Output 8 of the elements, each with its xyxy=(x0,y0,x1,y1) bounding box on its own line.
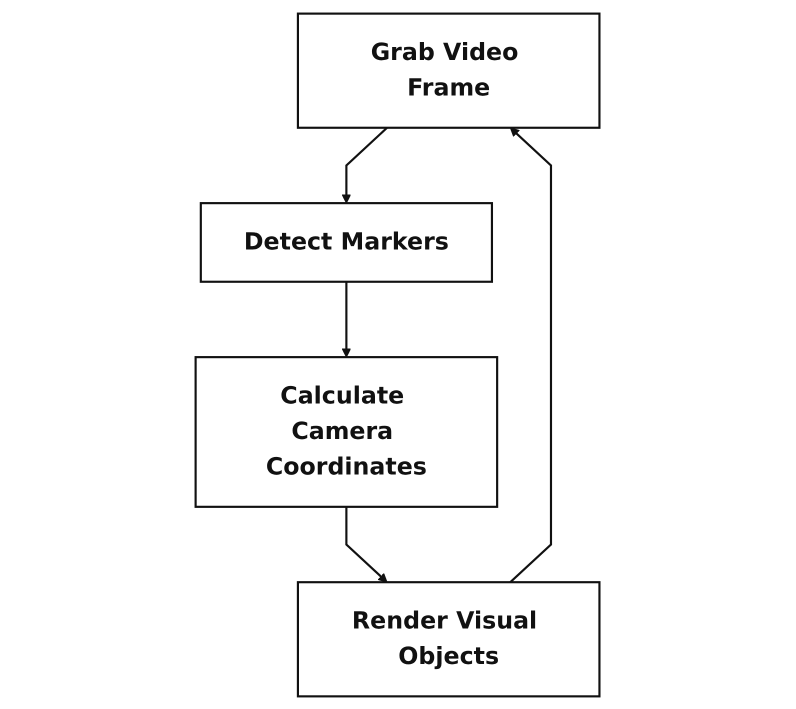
arrow xyxy=(510,126,553,583)
arrow xyxy=(342,281,352,358)
node-box: Render Visual Objects xyxy=(297,580,601,697)
arrow xyxy=(346,506,388,582)
node-box: Detect Markers xyxy=(200,202,494,282)
arrow xyxy=(342,126,388,204)
node-box: Calculate Camera Coordinates xyxy=(195,356,499,508)
node-box: Grab Video Frame xyxy=(297,12,601,128)
